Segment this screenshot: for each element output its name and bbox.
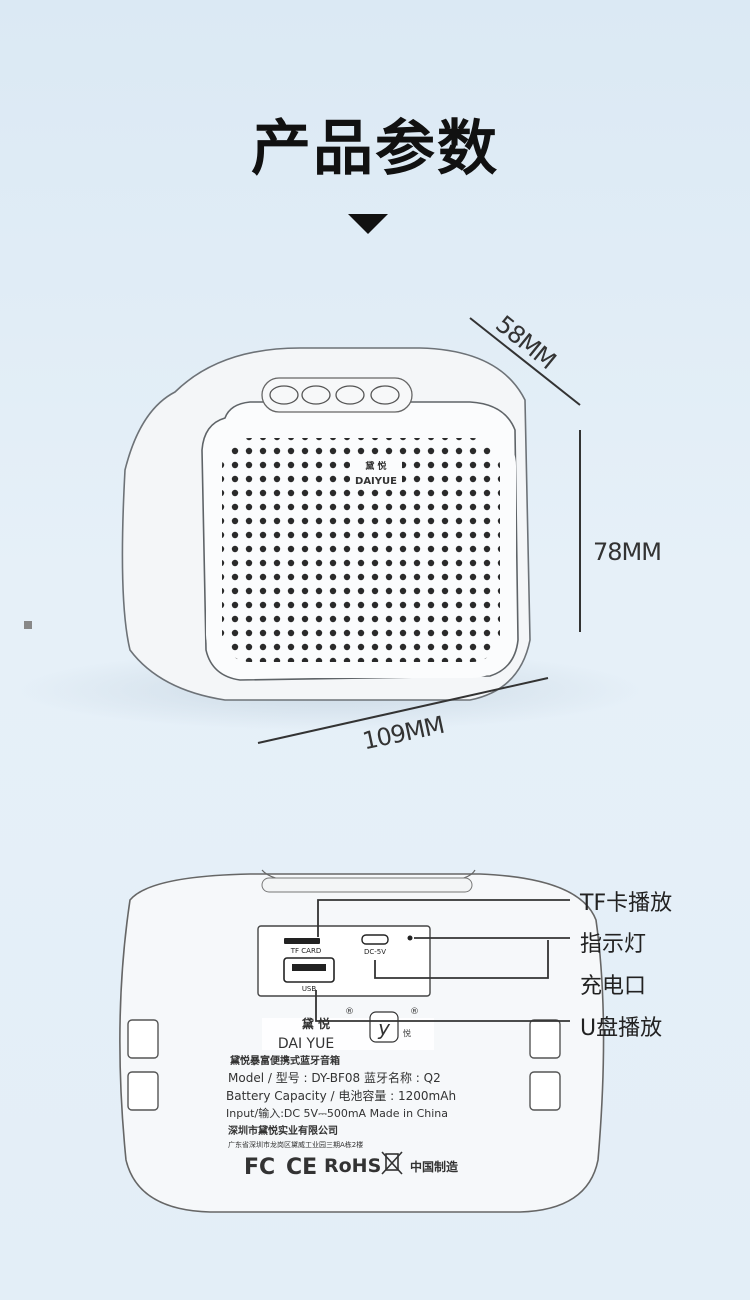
brand-logo-glyph: y (377, 1016, 391, 1040)
top-button-strip (261, 377, 413, 413)
rohs-mark: RoHS (324, 1155, 381, 1177)
label-line-5: 深圳市黛悦实业有限公司 (228, 1124, 338, 1137)
registered-mark-2: ® (410, 1007, 419, 1017)
weee-bin-icon (381, 1151, 403, 1175)
tf-card-slot (284, 938, 320, 944)
made-in-china-cn: 中国制造 (410, 1159, 459, 1174)
label-line-4: Input/输入:DC 5V⎓500mA Made in China (226, 1106, 448, 1120)
dc-port (361, 934, 389, 945)
width-dimension-line (257, 677, 549, 744)
ce-mark: CE (286, 1155, 317, 1180)
left-slot-2 (127, 1071, 159, 1111)
usb-callout-line (315, 990, 570, 1022)
front-speaker-illustration: 黛 悦 DAIYUE (20, 317, 640, 744)
charge-callout-line (374, 940, 549, 979)
brand-logo-cn: 悦 (403, 1028, 411, 1038)
marker-square (24, 621, 32, 629)
top-button-4 (370, 385, 400, 405)
label-line-2: Model / 型号 : DY-BF08 蓝牙名称 : Q2 (228, 1070, 441, 1085)
registered-mark: ® (345, 1007, 354, 1017)
tf-callout-line (317, 899, 570, 937)
front-brand-en: DAIYUE (355, 476, 397, 487)
height-label: 78MM (593, 538, 662, 566)
callout-tf-play: TF卡播放 (580, 891, 673, 916)
brand-plate (350, 455, 402, 489)
right-slot-1 (529, 1019, 561, 1059)
callout-usb-play: U盘播放 (580, 1016, 663, 1041)
depth-dimension-line (469, 317, 581, 406)
usb-text: USB (302, 985, 317, 993)
label-line-3: Battery Capacity / 电池容量 : 1200mAh (226, 1088, 456, 1103)
tf-card-text: TF CARD (290, 947, 321, 955)
callout-indicator: 指示灯 (580, 932, 647, 957)
indicator-light (407, 935, 413, 941)
right-slot-2 (529, 1071, 561, 1111)
top-button-2 (301, 385, 331, 405)
front-brand-cn: 黛 悦 (364, 460, 386, 472)
rear-brand-cn: 黛 悦 (302, 1016, 330, 1031)
rear-brand-en: DAI YUE (278, 1036, 334, 1052)
rear-speaker-illustration: TF CARD USB DC-5V 黛 悦 ® DAI YUE y 悦 ® 黛悦… (119, 869, 605, 1213)
fc-mark: FC (244, 1155, 275, 1180)
top-button-3 (335, 385, 365, 405)
dc-port-text: DC-5V (364, 948, 386, 956)
brand-logo (369, 1011, 399, 1043)
left-slot-1 (127, 1019, 159, 1059)
label-line-6: 广东省深圳市龙岗区黛威工业园三期A栋2楼 (228, 1140, 363, 1149)
top-button-1 (269, 385, 299, 405)
label-line-1: 黛悦暴富便携式蓝牙音箱 (230, 1054, 340, 1067)
callout-charge-port: 充电口 (580, 974, 647, 999)
down-arrow-icon (348, 214, 388, 234)
page-title: 产品参数 (251, 114, 499, 184)
